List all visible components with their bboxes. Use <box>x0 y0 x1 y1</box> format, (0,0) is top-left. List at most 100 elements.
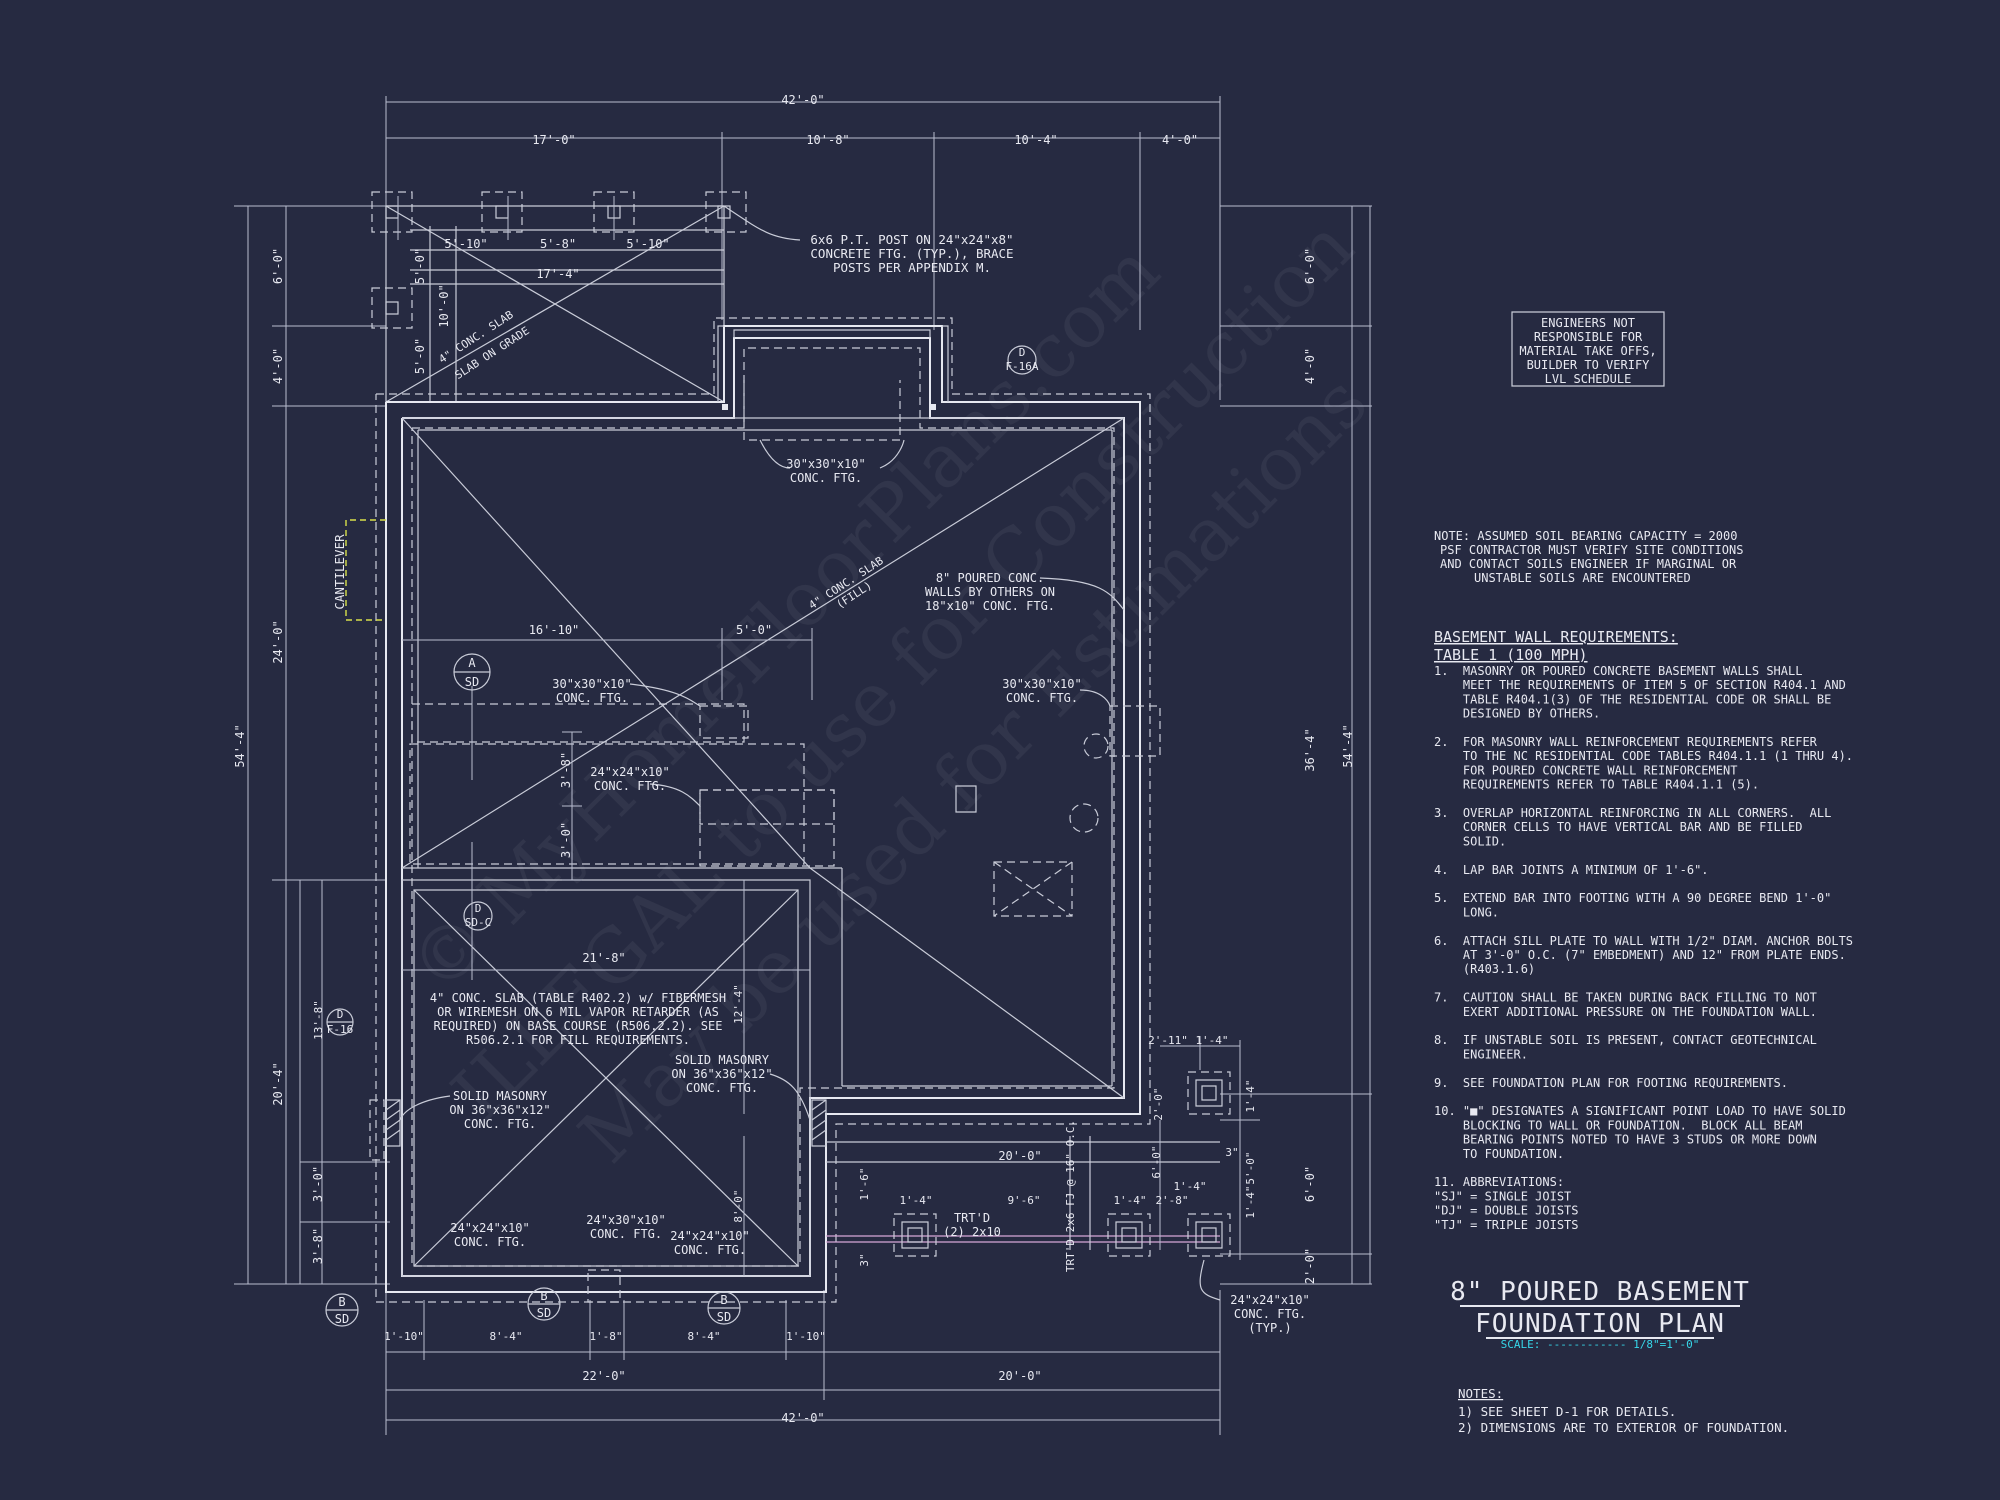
dim-int-h: 6'-0" <box>1150 1145 1163 1178</box>
dim-int-d: 3'-0" <box>559 822 573 858</box>
detail-marker-d-top: D F-16A <box>1005 346 1039 374</box>
section-marker-b-1-letter: B <box>338 1295 345 1309</box>
section-marker-a: A SD <box>454 654 490 690</box>
dim-int-c: 3'-8" <box>559 752 573 788</box>
dim-right-d: 6'-0" <box>1303 1166 1317 1202</box>
dim-top-c: 10'-4" <box>1014 133 1057 147</box>
trtd-line-2: (2) 2x10 <box>943 1225 1001 1239</box>
section-marker-b-2-sheet: SD <box>537 1306 551 1320</box>
dim-deck-e: 5'-0" <box>413 248 427 284</box>
ftg-24-line-1: 24"x24"x10" <box>590 765 669 779</box>
requirement-line: 2. FOR MASONRY WALL REINFORCEMENT REQUIR… <box>1434 735 1818 749</box>
section-marker-a-letter: A <box>468 656 476 670</box>
engineers-note-line-1: ENGINEERS NOT <box>1541 316 1635 330</box>
dim-porch-e: 2'-8" <box>1155 1194 1188 1207</box>
dim-left-g: 13'-8" <box>312 1000 325 1040</box>
engineers-note-box: ENGINEERS NOT RESPONSIBLE FOR MATERIAL T… <box>1512 312 1664 386</box>
dim-int-f: 12'-4" <box>732 984 745 1024</box>
dim-right-e: 2'-0" <box>1303 1248 1317 1284</box>
dim-porch-c: 1'-4" <box>899 1194 932 1207</box>
dim-bottom-s1: 1'-10" <box>384 1330 424 1343</box>
requirement-line: "SJ" = SINGLE JOIST <box>1434 1189 1571 1203</box>
requirement-line: "DJ" = DOUBLE JOISTS <box>1434 1204 1579 1218</box>
soil-note-line-3: AND CONTACT SOILS ENGINEER IF MARGINAL O… <box>1440 557 1737 571</box>
scale-label: SCALE: ------------ 1/8"=1'-0" <box>1501 1338 1700 1351</box>
dim-right-a: 6'-0" <box>1303 248 1317 284</box>
post-note-line-1: 6x6 P.T. POST ON 24"x24"x8" <box>810 232 1013 247</box>
requirement-line: 5. EXTEND BAR INTO FOOTING WITH A 90 DEG… <box>1434 891 1831 905</box>
requirements-heading: BASEMENT WALL REQUIREMENTS: <box>1434 628 1678 646</box>
requirement-line: LONG. <box>1434 905 1499 919</box>
dim-left-b: 4'-0" <box>271 348 285 384</box>
dim-top-a: 17'-0" <box>532 133 575 147</box>
engineers-note-line-4: BUILDER TO VERIFY <box>1527 358 1651 372</box>
dim-bottom-s2: 8'-4" <box>489 1330 522 1343</box>
requirement-line: 1. MASONRY OR POURED CONCRETE BASEMENT W… <box>1434 664 1802 678</box>
detail-marker-d-left-letter: D <box>337 1008 344 1021</box>
detail-marker-d-mid: D SD-C <box>464 902 492 930</box>
dim-porch-h: 1'-4" <box>1195 1034 1228 1047</box>
leader-lines <box>400 206 1220 1300</box>
requirement-line: 10. "■" DESIGNATES A SIGNIFICANT POINT L… <box>1434 1104 1846 1118</box>
dim-right-overall: 54'-4" <box>1341 724 1355 767</box>
poured-wall-line-1: 8" POURED CONC. <box>936 571 1044 585</box>
dim-porch-j: 1'-4" <box>1244 1079 1257 1112</box>
dim-porch-g: 2'-11" <box>1148 1034 1188 1047</box>
post-note-line-2: CONCRETE FTG. (TYP.), BRACE <box>810 246 1013 261</box>
requirement-line: 11. ABBREVIATIONS: <box>1434 1175 1564 1189</box>
section-marker-b-3: B SD <box>708 1292 740 1324</box>
requirement-line: BEARING POINTS NOTED TO HAVE 3 STUDS OR … <box>1434 1133 1817 1147</box>
dim-porch-m: 3" <box>1225 1146 1238 1159</box>
requirement-line: TO THE NC RESIDENTIAL CODE TABLES R404.1… <box>1434 749 1853 763</box>
title-line-1: 8" POURED BASEMENT <box>1450 1277 1750 1307</box>
section-marker-b-2-letter: B <box>540 1289 547 1303</box>
requirement-line: ENGINEER. <box>1434 1047 1528 1061</box>
dim-left-overall: 54'-4" <box>233 724 247 767</box>
engineers-note-line-2: RESPONSIBLE FOR <box>1534 330 1643 344</box>
detail-marker-d-mid-letter: D <box>475 902 482 915</box>
solid-right-line-1: SOLID MASONRY <box>675 1053 770 1067</box>
slab-main-line-4: R506.2.1 FOR FILL REQUIREMENTS. <box>466 1033 690 1047</box>
requirements-subheading: TABLE 1 (100 MPH) <box>1434 646 1588 664</box>
dim-porch-k: 5'-0" <box>1244 1151 1257 1184</box>
ftg-b2-line-2: CONC. FTG. <box>590 1227 662 1241</box>
solid-left-line-3: CONC. FTG. <box>464 1117 536 1131</box>
dim-porch-n: 3" <box>858 1253 871 1266</box>
dim-deck-d: 17'-4" <box>536 267 579 281</box>
dim-deck-a: 5'-10" <box>444 237 487 251</box>
dim-right-c: 36'-4" <box>1303 728 1317 771</box>
dim-left-a: 6'-0" <box>271 248 285 284</box>
ftg-b1-line-1: 24"x24"x10" <box>450 1221 529 1235</box>
dim-porch-b: 9'-6" <box>1007 1194 1040 1207</box>
porch-area <box>826 1036 1260 1260</box>
requirement-line: 3. OVERLAP HORIZONTAL REINFORCING IN ALL… <box>1434 806 1831 820</box>
requirement-line: 9. SEE FOUNDATION PLAN FOR FOOTING REQUI… <box>1434 1076 1788 1090</box>
requirement-line: CORNER CELLS TO HAVE VERTICAL BAR AND BE… <box>1434 820 1802 834</box>
dim-deck-g: 5'-0" <box>413 338 427 374</box>
dim-porch-l: 1'-4" <box>1244 1185 1257 1218</box>
cantilever-outline <box>346 520 386 620</box>
requirement-line: MEET THE REQUIREMENTS OF ITEM 5 OF SECTI… <box>1434 678 1846 692</box>
solid-left-line-2: ON 36"x36"x12" <box>449 1103 550 1117</box>
requirement-line: 4. LAP BAR JOINTS A MINIMUM OF 1'-6". <box>1434 863 1709 877</box>
ftg-b3-line-1: 24"x24"x10" <box>670 1229 749 1243</box>
requirement-line: BLOCKING TO WALL OR FOUNDATION. BLOCK AL… <box>1434 1118 1802 1132</box>
dim-int-e: 21'-8" <box>582 951 625 965</box>
ftg-typ-line-1: 24"x24"x10" <box>1230 1293 1309 1307</box>
cantilever-label: CANTILEVER <box>332 534 347 610</box>
dim-bottom-a: 22'-0" <box>582 1369 625 1383</box>
dim-left-e: 3'-0" <box>311 1166 325 1202</box>
ftg-30c-line-1: 30"x30"x10" <box>1002 677 1081 691</box>
requirement-line: 6. ATTACH SILL PLATE TO WALL WITH 1/2" D… <box>1434 934 1853 948</box>
soil-note: NOTE: ASSUMED SOIL BEARING CAPACITY = 20… <box>1434 529 1743 585</box>
dim-deck-c: 5'-10" <box>626 237 669 251</box>
detail-marker-d-left: D F-16 <box>327 1008 354 1036</box>
dim-bottom-b: 20'-0" <box>998 1369 1041 1383</box>
poured-wall-line-2: WALLS BY OTHERS ON <box>925 585 1055 599</box>
soil-note-line-4: UNSTABLE SOILS ARE ENCOUNTERED <box>1474 571 1691 585</box>
title-block: 8" POURED BASEMENT FOUNDATION PLAN SCALE… <box>1450 1277 1750 1351</box>
sheet-notes: NOTES: 1) SEE SHEET D-1 FOR DETAILS. 2) … <box>1458 1386 1789 1435</box>
dim-top-b: 10'-8" <box>806 133 849 147</box>
requirement-line: REQUIREMENTS REFER TO TABLE R404.1.1 (5)… <box>1434 778 1759 792</box>
dim-deck-b: 5'-8" <box>540 237 576 251</box>
